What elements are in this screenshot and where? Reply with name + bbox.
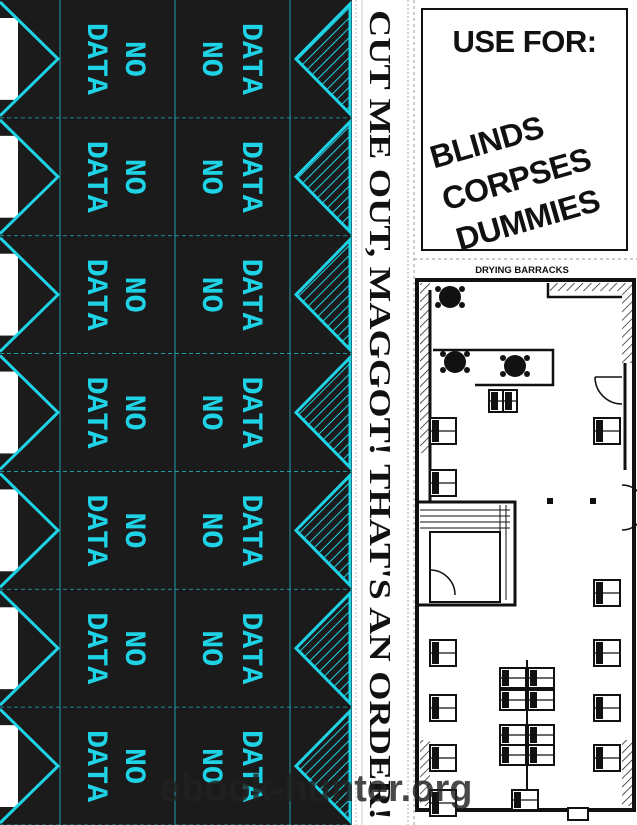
- bunk-bed: [429, 744, 457, 772]
- hatched-triangle-icon: [293, 236, 352, 354]
- tag-hole: [0, 725, 18, 807]
- bunk-bed: [593, 417, 621, 445]
- tag-label: DATA: [233, 376, 267, 448]
- bunk-bed: [527, 744, 555, 766]
- round-table: [500, 355, 530, 377]
- bunk-beds: [429, 389, 621, 817]
- tag-strip: [0, 0, 352, 825]
- tag-label: DATA: [233, 730, 267, 802]
- tag-label: NO: [116, 277, 150, 313]
- use-for-box: USE FOR: BLINDS CORPSES DUMMIES: [421, 8, 628, 257]
- bunk-bed: [502, 389, 518, 413]
- tag-label: NO: [193, 159, 227, 195]
- tag-label: DATA: [233, 141, 267, 213]
- bunk-bed: [429, 789, 457, 817]
- chevron-left-icon: [0, 118, 61, 235]
- bunk-bed: [593, 694, 621, 722]
- bunk-bed: [499, 744, 527, 766]
- bunk-bed: [429, 469, 457, 497]
- round-table: [440, 351, 470, 373]
- chevron-left-icon: [0, 0, 61, 117]
- banner-text: CUT ME OUT, MAGGOT! THAT'S AN ORDER!: [363, 10, 397, 820]
- tag-label: NO: [116, 394, 150, 430]
- hatched-triangle-icon: [293, 0, 352, 118]
- map-title: DRYING BARRACKS: [475, 265, 569, 276]
- chevron-left-icon: [0, 472, 61, 589]
- tag-label: NO: [193, 630, 227, 666]
- tag-hole: [0, 607, 18, 690]
- chevron-left-icon: [0, 590, 61, 707]
- tag-label: DATA: [233, 494, 267, 566]
- bunk-bed: [429, 694, 457, 722]
- watermark: ebook-hunter.org: [160, 768, 473, 810]
- tag-hole: [0, 135, 18, 218]
- hatched-triangle-icon: [293, 118, 352, 236]
- bunk-bed: [511, 789, 539, 811]
- tag-label: DATA: [233, 612, 267, 684]
- tag-label: DATA: [78, 259, 112, 331]
- bunk-bed: [527, 724, 555, 746]
- tag-label: DATA: [233, 259, 267, 331]
- bunk-bed: [527, 689, 555, 711]
- bunk-bed: [499, 689, 527, 711]
- tag-label: DATA: [233, 23, 267, 95]
- bunk-bed: [429, 639, 457, 667]
- chevron-left-icon: [0, 708, 61, 825]
- tag-label: DATA: [78, 141, 112, 213]
- tag-label: NO: [116, 159, 150, 195]
- bunk-bed: [499, 724, 527, 746]
- cut-banner: CUT ME OUT, MAGGOT! THAT'S AN ORDER!: [352, 0, 410, 825]
- tag-hole: [0, 489, 18, 572]
- chevron-left-icon: [0, 236, 61, 353]
- tag-hole: [0, 253, 18, 336]
- tag-label: NO: [193, 512, 227, 548]
- tag-label: DATA: [78, 730, 112, 802]
- bunk-bed: [527, 667, 555, 689]
- tag-label: NO: [193, 277, 227, 313]
- bunk-bed: [429, 417, 457, 445]
- bunk-bed: [488, 389, 504, 413]
- tag-label: DATA: [78, 494, 112, 566]
- hatched-triangle-icon: [293, 471, 352, 589]
- bunk-bed: [593, 744, 621, 772]
- bunk-bed: [593, 639, 621, 667]
- round-table: [435, 286, 465, 308]
- tag-label: NO: [193, 41, 227, 77]
- tag-label: NO: [116, 748, 150, 784]
- drying-barracks-map: DRYING BARRACKS: [415, 265, 637, 817]
- chevron-left-icon: [0, 354, 61, 471]
- tag-label: NO: [116, 630, 150, 666]
- tag-label: NO: [116, 41, 150, 77]
- tag-label: NO: [193, 394, 227, 430]
- tag-hole: [0, 371, 18, 454]
- bunk-bed: [499, 667, 527, 689]
- map-outer-wall: [415, 278, 636, 812]
- tag-label: NO: [193, 748, 227, 784]
- stair-room: [417, 500, 517, 607]
- bunk-bed: [593, 579, 621, 607]
- tag-label: NO: [116, 512, 150, 548]
- use-for-title: USE FOR:: [452, 24, 597, 59]
- tag-label: DATA: [78, 612, 112, 684]
- tag-hole: [0, 18, 18, 100]
- hatched-triangle-icon: [293, 589, 352, 707]
- tag-label: DATA: [78, 376, 112, 448]
- hatched-triangle-icon: [293, 353, 352, 472]
- hatched-triangle-icon: [293, 707, 352, 825]
- tag-label: DATA: [78, 23, 112, 95]
